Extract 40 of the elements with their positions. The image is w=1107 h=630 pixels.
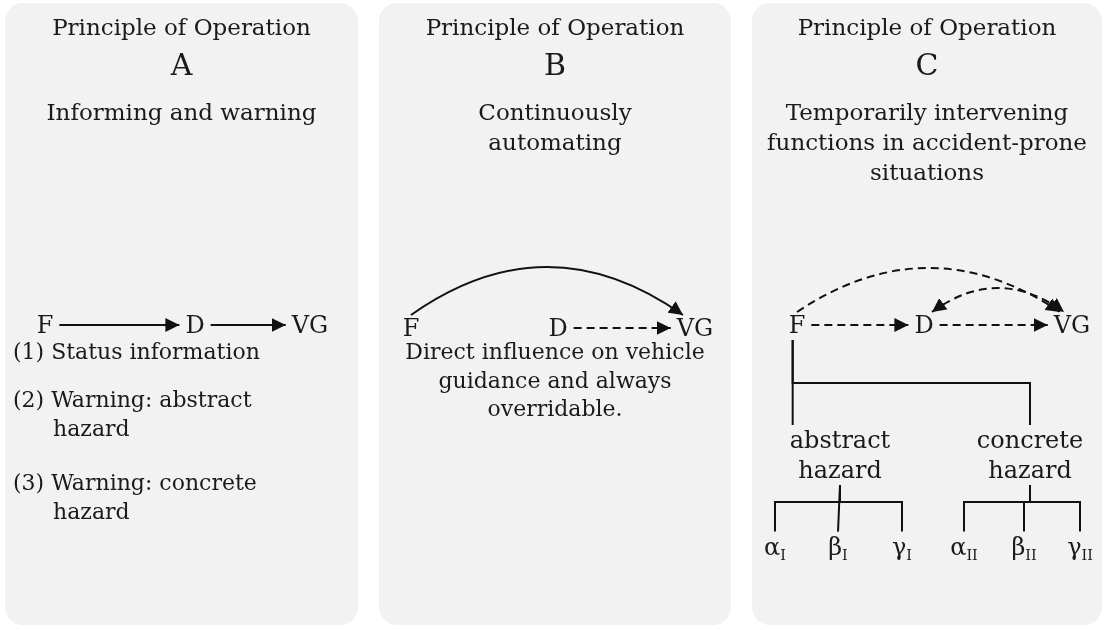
variable-label: VG [285,310,335,340]
subtitle: Temporarily intervening functions in accident-prone situations [766,98,1088,187]
list-item: (3) Warning: concrete hazard [13,469,258,526]
arrow [796,267,1061,313]
panel-letter: A [169,46,194,84]
panel-card [379,3,731,625]
variable-label: D [179,310,211,340]
variable-label: D [908,310,940,340]
panel-letter: B [542,46,567,84]
list-item: (2) Warning: abstract hazard [13,386,253,443]
arrow [58,318,181,332]
variable-label: F [782,310,812,340]
arrow [810,318,910,332]
arrow [209,318,287,332]
arrow [572,321,672,335]
heading: Principle of Operation [51,13,312,42]
symbol-label: β$_{II}$ [1005,531,1043,565]
double-arrow [931,287,1065,313]
panel-card [752,3,1102,625]
tree-line [1029,484,1081,533]
symbol-label: α$_{I}$ [758,531,792,565]
list-item: (1) Status information [13,338,261,366]
heading: Principle of Operation [424,13,686,42]
variable-label: VG [1047,310,1097,340]
variable-label: F [30,310,60,340]
symbol-label: γ$_{I}$ [886,531,918,565]
category-label: concrete hazard [969,425,1091,485]
arrow [938,318,1049,332]
subtitle: Informing and warning [45,98,318,127]
panel-card [5,3,358,625]
subtitle: Continuously automating [477,98,633,157]
tree-line [839,484,903,533]
category-label: abstract hazard [779,425,901,485]
tree-line [791,339,1031,426]
panel-letter: C [914,46,940,84]
arrow [410,266,684,316]
symbol-label: γ$_{II}$ [1061,531,1099,565]
heading: Principle of Operation [796,13,1058,42]
symbol-label: β$_{I}$ [822,531,854,565]
symbol-label: α$_{II}$ [944,531,984,565]
